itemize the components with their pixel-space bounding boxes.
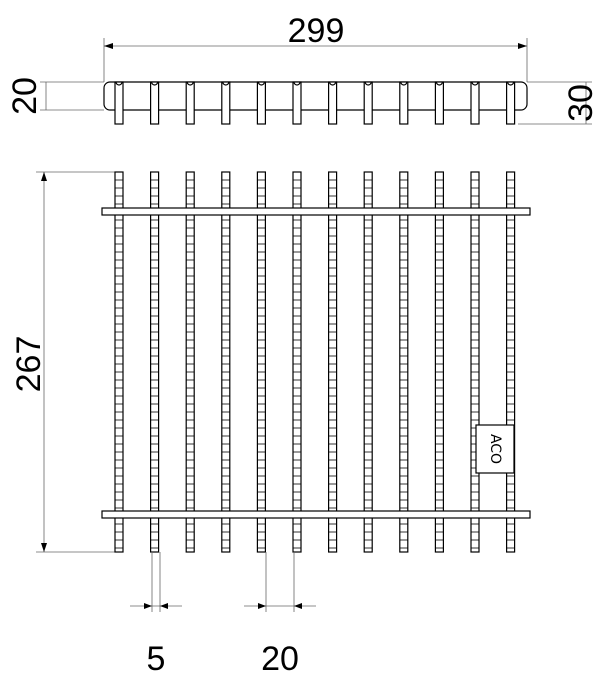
bearing-bar — [470, 171, 480, 553]
bearing-bar — [506, 171, 516, 553]
bearing-bar — [256, 171, 266, 553]
grating-section-view — [103, 81, 528, 125]
section-notch — [222, 81, 230, 86]
bearing-bar — [363, 171, 373, 553]
section-bearing-bar — [221, 81, 231, 125]
bearing-bar — [434, 171, 444, 553]
dimension-bar-pitch-20: 20 — [244, 552, 316, 678]
section-bearing-bar — [399, 81, 409, 125]
section-bearing-bar — [434, 81, 444, 125]
bearing-bar — [399, 171, 409, 553]
dimension-label-left-height: 20 — [6, 77, 44, 115]
section-cross-bar — [103, 81, 528, 111]
section-notch — [435, 81, 443, 86]
section-notch — [400, 81, 408, 86]
bearing-bar — [114, 171, 124, 553]
section-bearing-bar — [328, 81, 338, 125]
section-bearing-bar — [363, 81, 373, 125]
bar-serration — [471, 179, 479, 549]
dimension-label-pitch: 20 — [261, 640, 299, 678]
dimension-label-width: 299 — [288, 12, 345, 50]
bar-serration — [150, 179, 159, 549]
section-bearing-bar — [150, 81, 160, 125]
bearing-bar — [328, 171, 338, 553]
dimension-right-height-30: 30 — [518, 81, 600, 125]
section-notch — [115, 81, 123, 86]
bearing-bar — [292, 171, 302, 553]
section-notch — [364, 81, 372, 86]
section-bearing-bar — [470, 81, 480, 125]
cross-bar-top — [101, 207, 531, 216]
aco-logo-plate: ACO — [475, 424, 515, 474]
section-notch — [293, 81, 301, 86]
dimension-height-267: 267 — [10, 171, 118, 553]
bar-serration — [257, 179, 266, 549]
dimension-label-height: 267 — [10, 336, 48, 393]
bearing-bar — [221, 171, 231, 553]
dimension-label-right-height: 30 — [562, 84, 600, 122]
section-notch — [507, 81, 515, 86]
section-notch — [151, 81, 159, 86]
section-bearing-bar — [292, 81, 302, 125]
section-bearing-bar — [185, 81, 195, 125]
aco-logo-text: ACO — [487, 434, 503, 464]
section-bearing-bar — [114, 81, 124, 125]
bar-serration — [293, 179, 301, 549]
cross-bar-bottom — [101, 510, 531, 519]
bar-serration — [186, 179, 195, 549]
dimension-width-299: 299 — [103, 12, 528, 82]
section-notch — [186, 81, 194, 86]
section-bearing-bar — [256, 81, 266, 125]
section-notch — [257, 81, 265, 86]
dimension-bar-thickness-5: 5 — [130, 552, 182, 678]
dimension-left-height-20: 20 — [6, 77, 104, 115]
bearing-bar — [150, 171, 160, 553]
dimension-label-thickness: 5 — [147, 640, 166, 678]
section-notch — [471, 81, 479, 86]
bearing-bar — [185, 171, 195, 553]
section-notch — [329, 81, 337, 86]
section-bearing-bar — [506, 81, 516, 125]
grating-plan-view: ACO — [101, 171, 531, 553]
